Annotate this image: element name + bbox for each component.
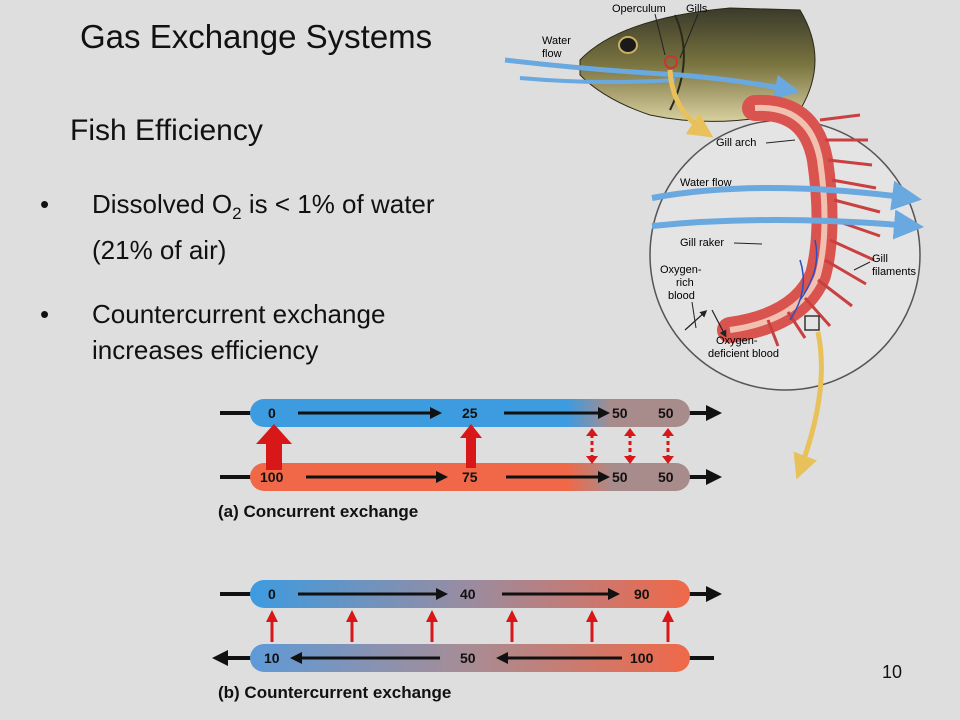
water-flow-arrow (519, 76, 676, 85)
bullet-text: Dissolved O (92, 189, 233, 219)
bullet-text-line2: increases efficiency (92, 335, 319, 365)
countercurrent-water-value: 90 (634, 586, 650, 602)
label-gill-raker: Gill raker (680, 237, 724, 249)
concurrent-water-value: 50 (612, 405, 628, 421)
countercurrent-water-value: 40 (460, 586, 476, 602)
label-oxygen-rich-1: Oxygen- (660, 264, 702, 276)
zoom-pointer-arrow (667, 69, 714, 138)
inset-water-arrow (651, 209, 924, 240)
concurrent-caption: (a) Concurrent exchange (218, 502, 418, 521)
inset-water-arrow (651, 180, 922, 211)
slide-title: Gas Exchange Systems (80, 18, 433, 55)
zoom-pointer-arrow-2 (793, 331, 824, 480)
concurrent-water-tube (250, 399, 690, 427)
label-filaments: filaments (872, 266, 917, 278)
countercurrent-water-value: 0 (268, 586, 276, 602)
bullet-text-line2: (21% of air) (92, 235, 227, 266)
bullet-text-cont: is < 1% of water (241, 189, 435, 219)
label-oxygen-deficient-1: Oxygen- (716, 335, 758, 347)
countercurrent-water-tube (250, 580, 690, 608)
concurrent-blood-value: 100 (260, 469, 284, 485)
concurrent-water-value: 25 (462, 405, 478, 421)
bullet-text: Countercurrent exchange (92, 299, 386, 329)
water-flow-arrow (504, 57, 800, 100)
label-oxygen-deficient-2: deficient blood (708, 348, 779, 360)
countercurrent-blood-tube (250, 644, 690, 672)
countercurrent-blood-value: 50 (460, 650, 476, 666)
label-water: Water (542, 35, 571, 47)
transfer-arrow (460, 424, 482, 468)
label-gill-arch: Gill arch (716, 137, 756, 149)
concurrent-blood-value: 50 (612, 469, 628, 485)
bullet-dot: • (40, 299, 50, 329)
concurrent-water-value: 50 (658, 405, 674, 421)
label-water-flow-inset: Water flow (680, 177, 732, 189)
filament-marker (804, 315, 820, 331)
countercurrent-blood-value: 10 (264, 650, 280, 666)
bullet-dot: • (40, 189, 50, 219)
bullet-subscript: 2 (232, 204, 242, 224)
fish-gill-figure: Water flow Operculum Gills Gill arch Wat… (504, 3, 924, 480)
countercurrent-caption: (b) Countercurrent exchange (218, 683, 451, 702)
slide-subtitle: Fish Efficiency (70, 114, 263, 147)
transfer-arrow (256, 424, 292, 470)
concurrent-blood-value: 75 (462, 469, 478, 485)
label-gills: Gills (686, 3, 708, 15)
exchange-diagrams: 0 25 50 50 100 75 50 50 (a) Concurrent e… (212, 399, 722, 702)
label-gill: Gill (872, 253, 888, 265)
fish-eye (618, 36, 638, 54)
concurrent-water-value: 0 (268, 405, 276, 421)
concurrent-blood-value: 50 (658, 469, 674, 485)
page-number: 10 (881, 662, 902, 682)
gill-marker (664, 55, 678, 69)
concurrent-blood-tube (250, 463, 690, 491)
label-flow: flow (542, 48, 562, 60)
label-oxygen-rich-3: blood (668, 290, 695, 302)
label-oxygen-rich-2: rich (676, 277, 694, 289)
countercurrent-blood-value: 100 (630, 650, 654, 666)
label-operculum: Operculum (612, 3, 666, 15)
